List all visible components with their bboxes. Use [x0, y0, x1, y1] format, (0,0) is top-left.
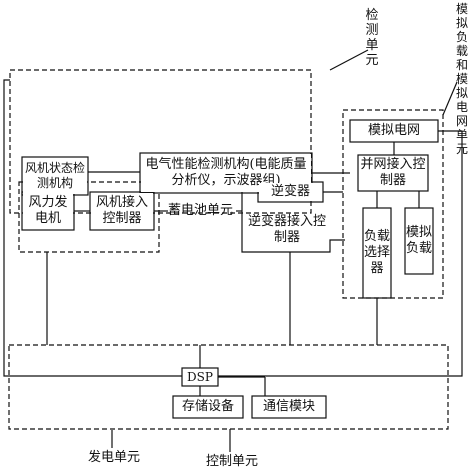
storage-device: 存储设备: [174, 397, 242, 417]
sim-unit-outline: [342, 109, 444, 299]
power-unit-label: 发电单元: [88, 450, 141, 465]
sim-load: 模拟负载: [406, 209, 432, 273]
inverter: 逆变器: [259, 183, 322, 201]
grid-tie-box: [357, 154, 429, 192]
wind-generator: 风力发电机: [23, 193, 73, 229]
detection-unit-label: 检测单元: [365, 8, 379, 68]
sim-unit-label: 模拟负载和模拟电网单元: [455, 2, 468, 156]
inverter-access-bracket: [241, 182, 345, 253]
power-unit-outline: [18, 181, 160, 253]
comm-module: 通信模块: [253, 397, 325, 417]
load-selector: 负载选择器: [364, 209, 390, 297]
control-unit-label: 控制单元: [206, 454, 259, 469]
storage-box: [172, 395, 244, 419]
dsp: DSP: [183, 369, 217, 385]
sim-grid: 模拟电网: [351, 121, 437, 141]
fan-access-controller: 风机接入控制器: [91, 193, 153, 229]
grid-tie-controller: 并网接入控制器: [359, 156, 427, 190]
fan-state-detector: 风机状态检测机构: [23, 158, 87, 194]
battery-unit: 蓄电池单元: [168, 203, 234, 218]
comm-box: [251, 395, 327, 419]
inverter-access-controller: 逆变器接入控制器: [248, 214, 327, 245]
control-unit-outline: [8, 344, 449, 430]
detection-unit-outline: [9, 69, 312, 214]
